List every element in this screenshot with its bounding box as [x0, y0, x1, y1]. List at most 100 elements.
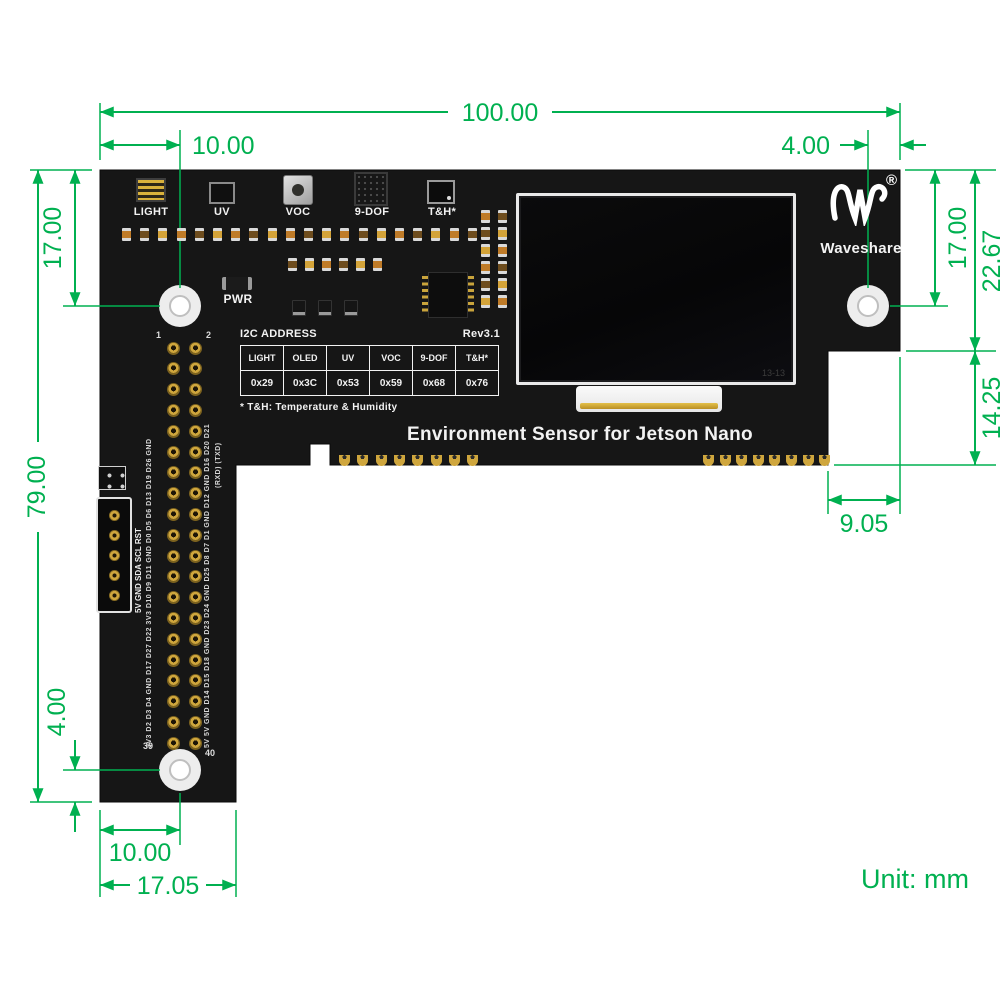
side-connector-label: 5V GND SDA SCL RST — [134, 528, 143, 613]
gpio-left-labels: 3V3 D2 D3 D4 GND D17 D27 D22 3V3 D10 D9 … — [146, 438, 153, 748]
edge-pad — [703, 455, 714, 466]
smd-component — [249, 228, 259, 241]
edge-pad — [448, 455, 460, 466]
dimension-labels: 100.00 10.00 4.00 17.00 79.00 4.00 10.00… — [23, 99, 1000, 900]
main-ic-chip — [422, 272, 474, 318]
gpio-pin — [188, 632, 202, 646]
i2c-header-cell: LIGHT — [240, 345, 284, 371]
smd-component — [122, 228, 131, 241]
connector-pin — [108, 509, 120, 521]
smd-ic — [292, 300, 306, 316]
gpio-pin — [188, 383, 202, 397]
edge-pad — [375, 455, 387, 466]
smd-component — [176, 228, 186, 241]
i2c-header-cell: OLED — [283, 345, 327, 371]
connector-pin — [108, 549, 120, 561]
uv-sensor-label: UV — [214, 206, 230, 218]
smd-component — [376, 228, 386, 241]
temp-humidity-chip — [427, 180, 455, 204]
edge-pad — [802, 455, 814, 466]
pin-number-2: 2 — [206, 330, 212, 340]
gpio-pin — [188, 736, 202, 750]
edge-pad — [769, 455, 781, 466]
i2c-header-cell: 9-DOF — [412, 345, 456, 371]
smd-ic — [318, 300, 332, 316]
connector-pin — [108, 569, 120, 581]
gpio-pin — [166, 632, 180, 646]
gpio-pin — [166, 507, 180, 521]
smd-component — [267, 228, 277, 241]
gpio-pin — [166, 653, 180, 667]
gpio-pin — [188, 591, 202, 605]
smd-component — [395, 228, 404, 241]
dim-step-width: 9.05 — [840, 510, 889, 538]
waveshare-logo-text: Waveshare — [820, 240, 902, 257]
gpio-pin — [166, 383, 180, 397]
pin-number-40: 40 — [205, 748, 216, 758]
edge-pad — [736, 455, 748, 466]
dim-height-total: 79.00 — [23, 456, 51, 519]
gpio-right-labels: 5V 5V GND D14 D15 D18 GND D23 D24 GND D2… — [204, 423, 211, 748]
gpio-pin — [188, 487, 202, 501]
smd-component — [498, 227, 507, 240]
smd-component — [213, 228, 222, 241]
i2c-value-cell: 0x3C — [283, 370, 327, 396]
gpio-pin — [188, 466, 202, 480]
edge-pad — [786, 455, 797, 466]
smd-component — [340, 228, 350, 241]
gpio-pin — [188, 424, 202, 438]
voc-sensor-chip — [283, 175, 313, 205]
dim-hole-top-right: 4.00 — [781, 132, 830, 160]
edge-pad — [752, 455, 764, 466]
gpio-pin — [188, 507, 202, 521]
gpio-pin — [166, 695, 180, 709]
i2c-footnote: * T&H: Temperature & Humidity — [240, 402, 398, 413]
gpio-pin — [166, 715, 180, 729]
gpio-pin — [188, 528, 202, 542]
dim-right-top: 22.67 — [978, 230, 1000, 293]
mounting-hole — [169, 295, 191, 317]
i2c-value-cell: 0x53 — [326, 370, 370, 396]
gpio-pin — [188, 695, 202, 709]
dim-right-bottom: 14.25 — [978, 377, 1000, 440]
dim-hole-left-y: 17.00 — [39, 207, 67, 270]
gpio-pin — [166, 466, 180, 480]
gpio-pin — [188, 403, 202, 417]
temp-humidity-label: T&H* — [427, 206, 457, 218]
mounting-hole — [857, 295, 879, 317]
gpio-pin — [166, 445, 180, 459]
dim-hole-right-y: 17.00 — [944, 207, 972, 270]
imu-9dof-label: 9-DOF — [354, 206, 390, 218]
rev-label: Rev3.1 — [462, 328, 500, 340]
smd-component — [481, 227, 490, 240]
voc-sensor-label: VOC — [285, 206, 311, 218]
gpio-pin — [188, 549, 202, 563]
smd-component — [481, 278, 490, 291]
board-title: Environment Sensor for Jetson Nano — [407, 424, 753, 445]
gpio-pin — [166, 362, 180, 376]
gpio-pin — [166, 403, 180, 417]
smd-component — [498, 244, 507, 257]
i2c-header-cell: VOC — [369, 345, 413, 371]
smd-component — [481, 244, 490, 257]
edge-pad — [719, 455, 731, 466]
gpio-pin — [188, 715, 202, 729]
imu-9dof-chip — [354, 172, 388, 206]
smd-component — [498, 278, 507, 291]
i2c-header-cell: T&H* — [455, 345, 499, 371]
smd-component — [481, 295, 490, 308]
dim-hole-top-left: 10.00 — [192, 132, 255, 160]
gpio-pin — [188, 674, 202, 688]
dim-arm-width: 17.05 — [137, 872, 200, 900]
pin-number-39: 39 — [143, 741, 154, 751]
gpio-pin — [188, 611, 202, 625]
gpio-pin — [166, 341, 180, 355]
edge-pad — [467, 455, 479, 466]
aux-pads — [98, 466, 126, 490]
smd-component — [158, 228, 168, 241]
i2c-value-cell: 0x68 — [412, 370, 456, 396]
oled-marking: 13-13 — [761, 368, 785, 378]
smd-component — [322, 228, 332, 241]
